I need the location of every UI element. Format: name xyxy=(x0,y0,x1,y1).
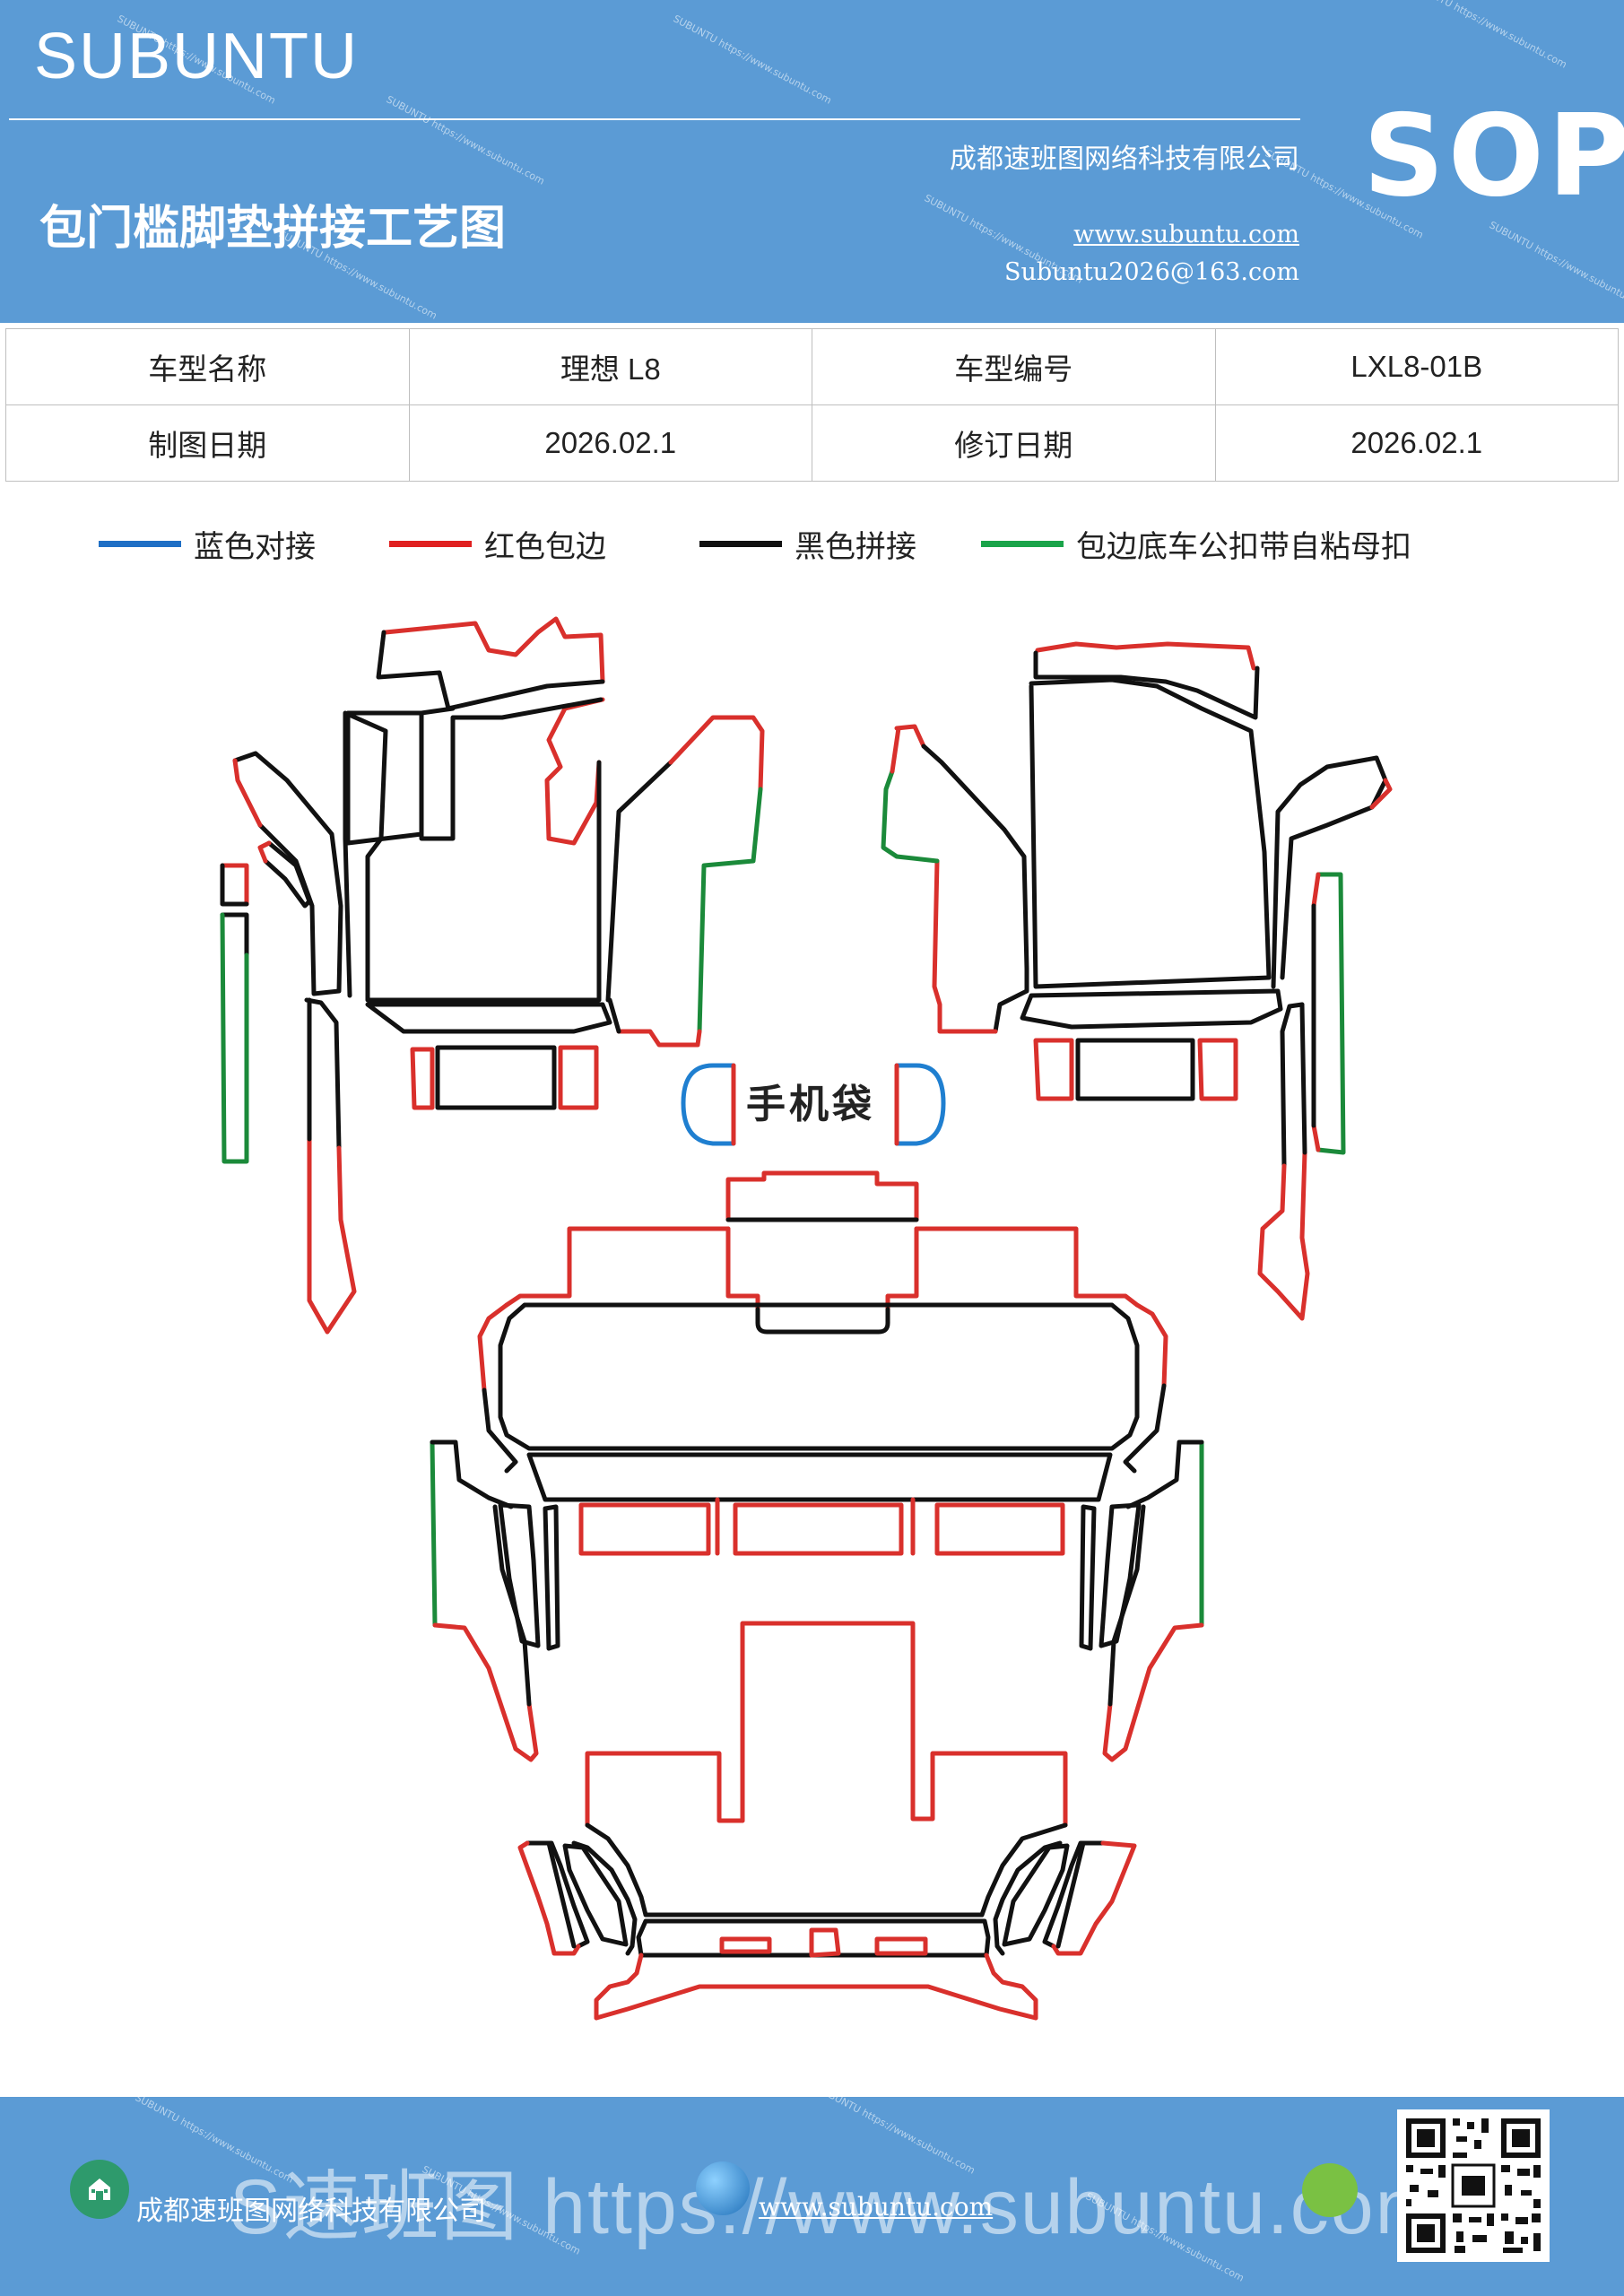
table-row: 车型名称 理想 L8 车型编号 LXL8-01B xyxy=(5,328,1619,405)
globe-icon xyxy=(696,2161,750,2215)
legend: 蓝色对接 红色包边 黑色拼接 包边底车公扣带自粘母扣 xyxy=(0,522,1624,576)
footer-company-name: 成都速班图网络科技有限公司 xyxy=(136,2196,486,2227)
legend-swatch xyxy=(99,541,181,547)
table-cell-label: 车型名称 xyxy=(5,328,410,405)
front-left-mat xyxy=(220,616,765,1335)
website-link[interactable]: www.subuntu.com xyxy=(1073,221,1299,248)
table-row: 制图日期 2026.02.1 修订日期 2026.02.1 xyxy=(5,404,1619,482)
legend-label: 包边底车公扣带自粘母扣 xyxy=(1076,529,1411,565)
legend-item-blue: 蓝色对接 xyxy=(99,522,316,566)
legend-label: 蓝色对接 xyxy=(194,529,316,565)
company-name: 成都速班图网络科技有限公司 xyxy=(950,144,1299,175)
legend-item-green: 包边底车公扣带自粘母扣 xyxy=(981,522,1411,566)
building-icon xyxy=(70,2160,129,2219)
third-row-mat xyxy=(517,1621,1137,2021)
legend-label: 红色包边 xyxy=(484,529,606,565)
header-banner: SUBUNTU https://www.subuntu.com SUBUNTU … xyxy=(0,0,1624,323)
phone-pocket xyxy=(681,1063,946,1146)
email-address[interactable]: Subuntu2026@163.com xyxy=(1004,258,1299,286)
legend-swatch xyxy=(389,541,472,547)
wechat-icon xyxy=(1302,2163,1358,2217)
table-cell-value: 理想 L8 xyxy=(408,328,812,405)
legend-swatch xyxy=(699,541,782,547)
table-cell-value: 2026.02.1 xyxy=(408,404,812,482)
phone-pocket-label: 手机袋 xyxy=(746,1082,875,1127)
brand-logo-text: SUBUNTU xyxy=(34,21,360,92)
table-cell-value: LXL8-01B xyxy=(1214,328,1619,405)
front-right-mat xyxy=(881,641,1393,1321)
legend-item-red: 红色包边 xyxy=(389,522,606,566)
table-cell-label: 车型编号 xyxy=(812,328,1216,405)
legend-swatch xyxy=(981,541,1064,547)
table-cell-label: 修订日期 xyxy=(812,404,1216,482)
table-cell-value: 2026.02.1 xyxy=(1214,404,1619,482)
legend-label: 黑色拼接 xyxy=(795,529,916,565)
vehicle-info-table: 车型名称 理想 L8 车型编号 LXL8-01B 制图日期 2026.02.1 … xyxy=(5,328,1619,482)
page-title: 包门槛脚垫拼接工艺图 xyxy=(39,202,507,256)
footer-watermark-text: S速班图 https://www.subuntu.com xyxy=(230,2164,1442,2250)
sop-badge: SOP xyxy=(1363,90,1624,222)
second-row-mat xyxy=(430,1170,1204,1762)
table-cell-label: 制图日期 xyxy=(5,404,410,482)
building-icon-glyph xyxy=(89,2179,110,2200)
footer-website-link[interactable]: www.subuntu.com xyxy=(759,2192,994,2222)
qr-code-pattern xyxy=(1397,2109,1550,2262)
header-divider xyxy=(9,118,1300,120)
qr-code xyxy=(1397,2109,1550,2262)
legend-item-black: 黑色拼接 xyxy=(699,522,916,566)
